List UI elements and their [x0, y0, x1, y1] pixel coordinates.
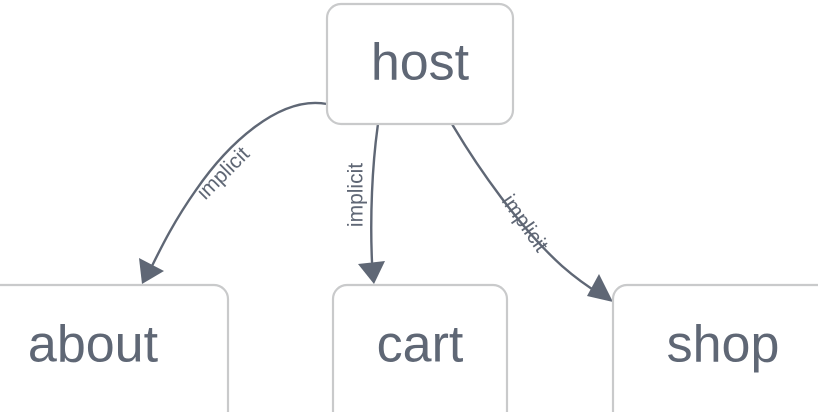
node-label-host: host — [371, 34, 470, 92]
node-host[interactable]: host — [325, 2, 515, 126]
node-shop[interactable]: shop — [611, 283, 818, 412]
edge-path-host-shop — [450, 122, 602, 296]
edge-path-host-cart — [370, 122, 380, 264]
edge-label-host-cart: implicit — [345, 163, 368, 227]
edge-host-cart[interactable]: implicit — [345, 122, 385, 284]
edge-label-host-about: implicit — [193, 142, 255, 204]
node-about[interactable]: about — [0, 283, 230, 412]
edge-label-host-shop: implicit — [497, 191, 553, 257]
arrowhead-host-cart — [358, 261, 385, 284]
edges-layer: implicit implicit implicit — [139, 101, 613, 302]
node-label-about: about — [28, 316, 159, 374]
edge-host-about[interactable]: implicit — [139, 101, 329, 284]
node-rect-host — [325, 2, 515, 126]
edge-path-host-about — [148, 101, 329, 272]
arrowhead-host-about — [139, 258, 164, 284]
node-label-shop: shop — [667, 316, 780, 374]
node-label-cart: cart — [377, 316, 464, 374]
node-rect-cart — [331, 283, 509, 412]
arrowhead-host-shop — [587, 274, 613, 302]
node-rect-shop — [611, 283, 818, 412]
node-cart[interactable]: cart — [331, 283, 509, 412]
edge-host-shop[interactable]: implicit — [450, 122, 613, 302]
node-rect-about — [0, 283, 230, 412]
